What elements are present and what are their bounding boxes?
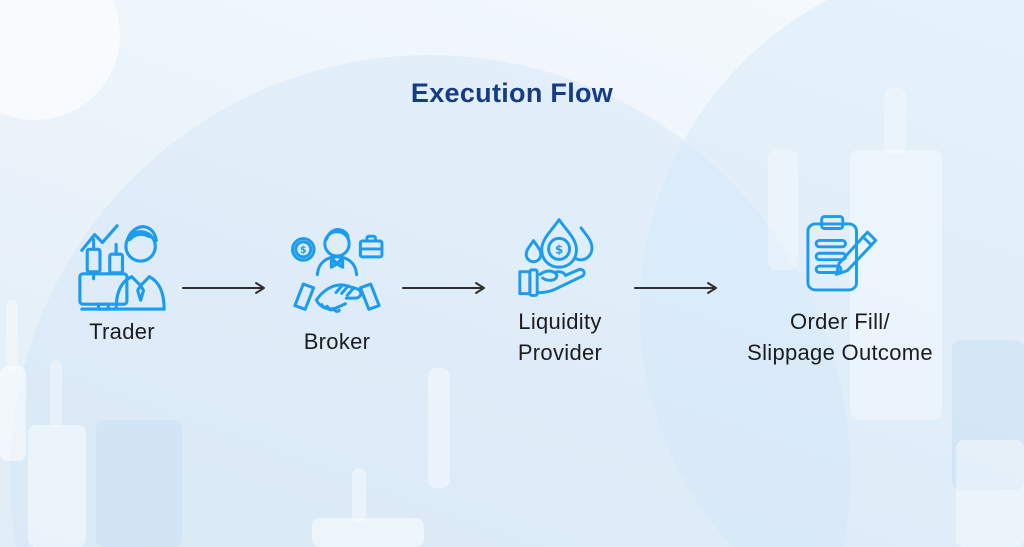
liquidity-hand-droplets-icon: $	[518, 218, 594, 297]
stage-liquidity-provider: $ Liquidity Provider	[460, 216, 660, 368]
page-title: Execution Flow	[410, 78, 614, 108]
flow-arrow-icon	[634, 280, 726, 296]
broker-handshake-icon: $	[291, 228, 384, 313]
background-candlestick	[956, 440, 1024, 547]
background-candlestick	[768, 150, 798, 270]
stage-label-liquidity-provider: Liquidity Provider	[517, 309, 603, 365]
background-candlestick	[28, 425, 86, 547]
background-candlestick	[0, 366, 26, 461]
trader-at-desk-icon	[78, 224, 166, 311]
stage-label-trader: Trader	[89, 319, 155, 344]
background-candlestick	[428, 368, 450, 488]
background-candlestick-wick	[352, 468, 366, 522]
flow-arrow-icon	[402, 280, 494, 296]
clipboard-pencil-icon	[806, 215, 878, 292]
background-candlestick-wick	[50, 360, 62, 430]
dollar-glyph: $	[555, 242, 563, 256]
background-candlestick	[312, 518, 424, 547]
stage-order-fill-slippage-outcome: Order Fill/ Slippage Outcome	[720, 212, 960, 368]
stage-trader: Trader	[32, 218, 212, 347]
background-candlestick	[96, 420, 182, 547]
background-candlestick-wick	[884, 88, 906, 154]
flow-arrow-icon	[182, 280, 274, 296]
background-candlestick	[850, 150, 942, 420]
dollar-glyph: $	[300, 245, 307, 256]
stage-label-order-fill-slippage-outcome: Order Fill/ Slippage Outcome	[747, 309, 933, 365]
background-candlestick-wick	[6, 300, 18, 370]
stage-label-broker: Broker	[303, 329, 371, 354]
stage-broker: $ Broker	[247, 226, 427, 357]
background-candlestick	[952, 340, 1024, 490]
